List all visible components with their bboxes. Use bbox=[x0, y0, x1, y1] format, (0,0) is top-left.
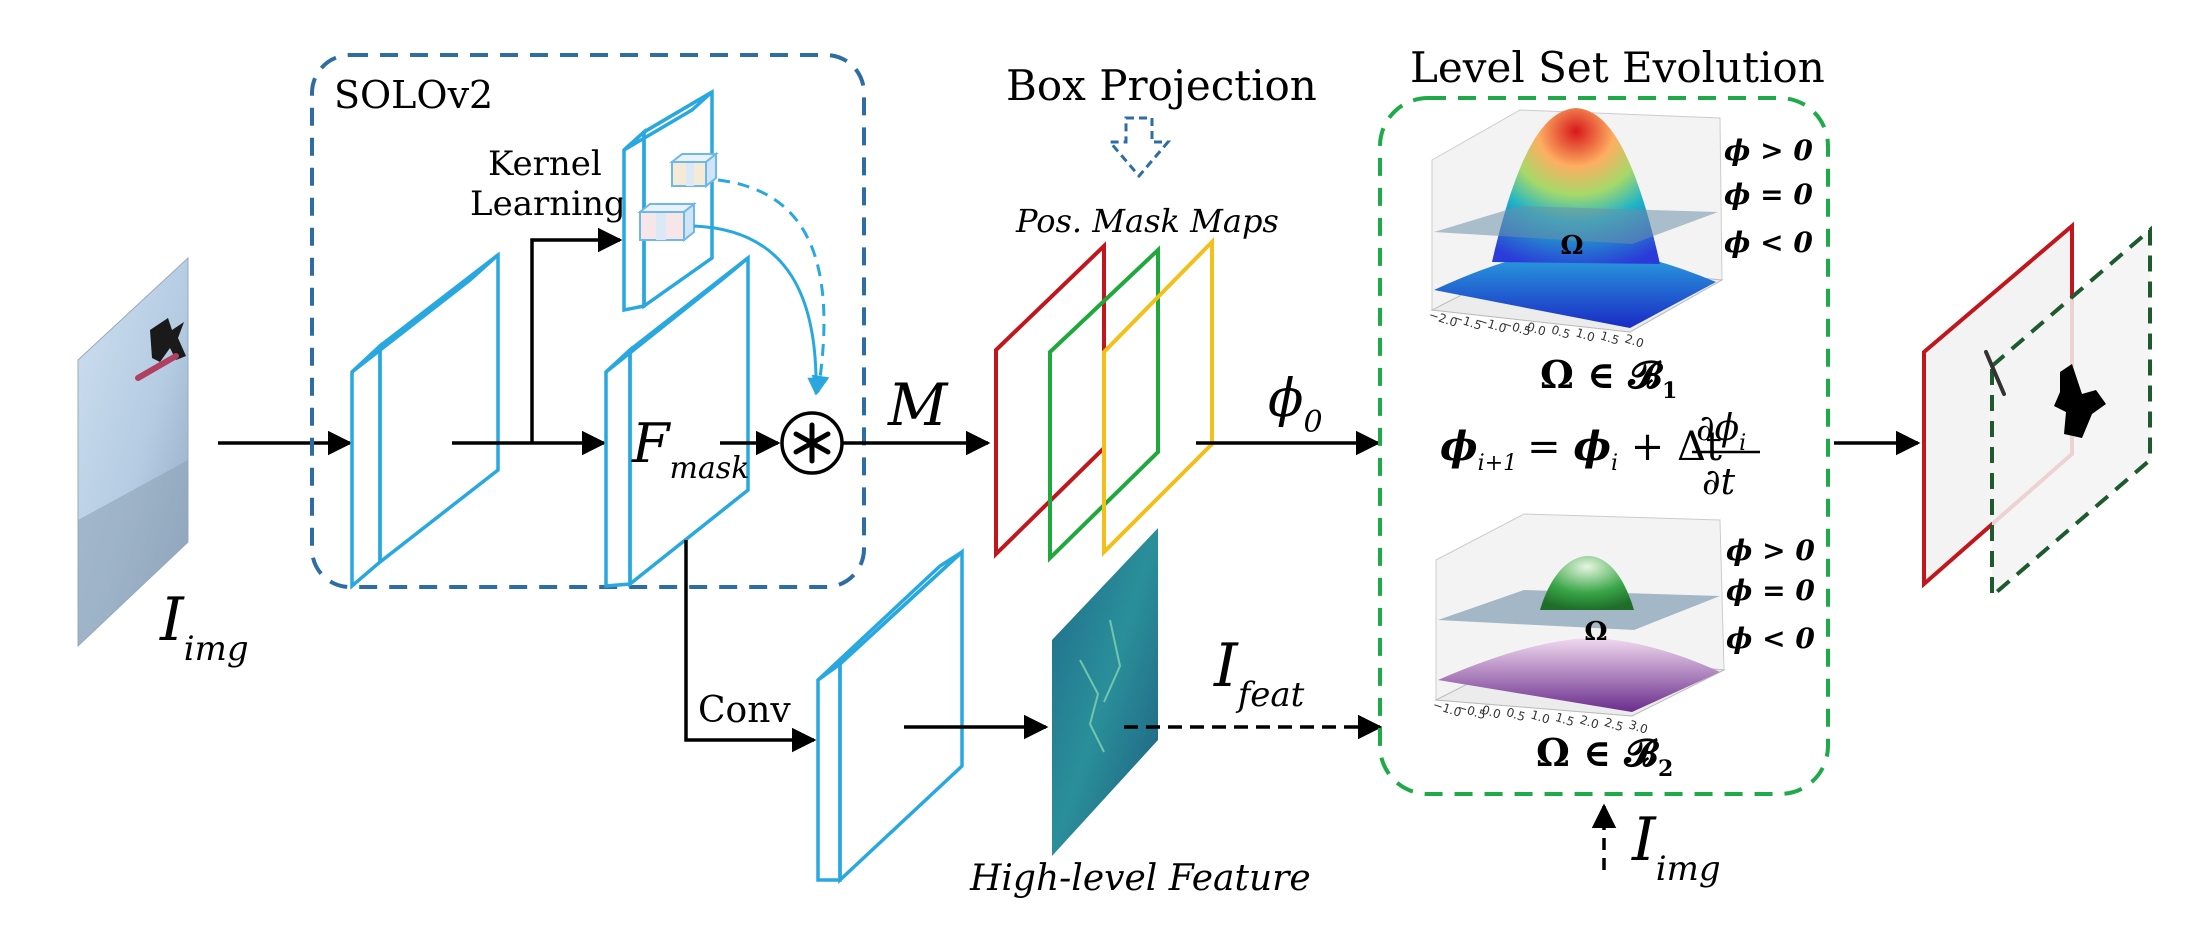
phi-eq-label-2: ϕ = 0 bbox=[1726, 574, 1815, 607]
fmask-label: Fmask bbox=[631, 412, 749, 486]
tick-label: 0.5 bbox=[1505, 705, 1527, 724]
tick-label: 2.0 bbox=[1623, 332, 1645, 351]
m-label: M bbox=[887, 371, 949, 439]
update-equation: ϕi+1= ϕi + Δt bbox=[1440, 423, 1722, 476]
snowboarder-silhouette bbox=[150, 318, 186, 362]
box-projection-arrow bbox=[1106, 116, 1172, 179]
omega-label-1: Ω bbox=[1560, 231, 1583, 261]
conv-label: Conv bbox=[698, 690, 791, 731]
tick-label: 1.0 bbox=[1574, 326, 1596, 345]
tick-label: 2.5 bbox=[1603, 715, 1625, 734]
kernel-cube-2 bbox=[637, 201, 697, 243]
conv-feature-block bbox=[816, 548, 964, 885]
phi-gt-label-1: ϕ > 0 bbox=[1724, 134, 1813, 167]
level-set-title: Level Set Evolution bbox=[1410, 43, 1825, 92]
kernel-block bbox=[622, 88, 714, 313]
tick-label: 2.0 bbox=[1578, 713, 1600, 732]
kernel-cube-1 bbox=[669, 151, 719, 189]
solid-kernel-arrow bbox=[693, 224, 826, 396]
phi-lt-label-1: ϕ < 0 bbox=[1724, 226, 1813, 259]
equation-numerator: ∂ϕi bbox=[1696, 408, 1746, 456]
tick-label: 3.0 bbox=[1627, 718, 1649, 737]
asterisk-icon bbox=[793, 422, 831, 464]
solov2-box bbox=[310, 53, 866, 589]
mask-map-green bbox=[1048, 245, 1160, 563]
omega-b2-label: Ω ∈ 𝓑2 bbox=[1536, 730, 1673, 782]
box-projection-label: Box Projection bbox=[1006, 61, 1317, 110]
levelset-plot-1 bbox=[1430, 108, 1724, 333]
phi-lt-label-2: ϕ < 0 bbox=[1726, 622, 1815, 655]
tick-label: 0.5 bbox=[1550, 323, 1572, 342]
i-img-label: Iimg bbox=[159, 585, 249, 669]
tick-label: 0.0 bbox=[1480, 703, 1502, 722]
kernel-learning-label-2: Learning bbox=[470, 184, 626, 224]
i-feat-label: Ifeat bbox=[1213, 631, 1305, 715]
input-image bbox=[77, 256, 189, 648]
pos-mask-maps-label: Pos. Mask Maps bbox=[1015, 202, 1279, 240]
equation-denominator: ∂t bbox=[1702, 462, 1736, 503]
level-set-box bbox=[1378, 96, 1830, 796]
phi-gt-label-2: ϕ > 0 bbox=[1726, 534, 1815, 567]
tick-label: 1.5 bbox=[1599, 329, 1621, 348]
arrow-to-kernel-branch bbox=[530, 227, 623, 443]
omega-b1-label: Ω ∈ 𝓑1 bbox=[1540, 352, 1677, 404]
kernel-learning-label-1: Kernel bbox=[488, 144, 602, 184]
tick-label: 1.0 bbox=[1529, 708, 1551, 727]
levelset-plot-2 bbox=[1434, 513, 1726, 717]
omega-label-2: Ω bbox=[1584, 617, 1607, 647]
high-level-feature-label: High-level Feature bbox=[969, 858, 1311, 899]
fmask-block bbox=[604, 254, 750, 588]
high-level-feature-map bbox=[1052, 528, 1158, 856]
arrow-to-conv-branch bbox=[684, 540, 817, 753]
output-silhouette bbox=[2054, 364, 2106, 438]
phi-eq-label-1: ϕ = 0 bbox=[1724, 178, 1813, 211]
backbone-feature-block bbox=[350, 251, 500, 590]
solov2-title: SOLOv2 bbox=[334, 73, 493, 117]
tick-label: 0.0 bbox=[1525, 320, 1547, 339]
phi0-label: ϕ0 bbox=[1268, 369, 1323, 440]
tick-label: 1.5 bbox=[1554, 710, 1576, 729]
dashed-kernel-arrow bbox=[717, 178, 830, 394]
i-img-bottom-label: Iimg bbox=[1631, 805, 1721, 889]
